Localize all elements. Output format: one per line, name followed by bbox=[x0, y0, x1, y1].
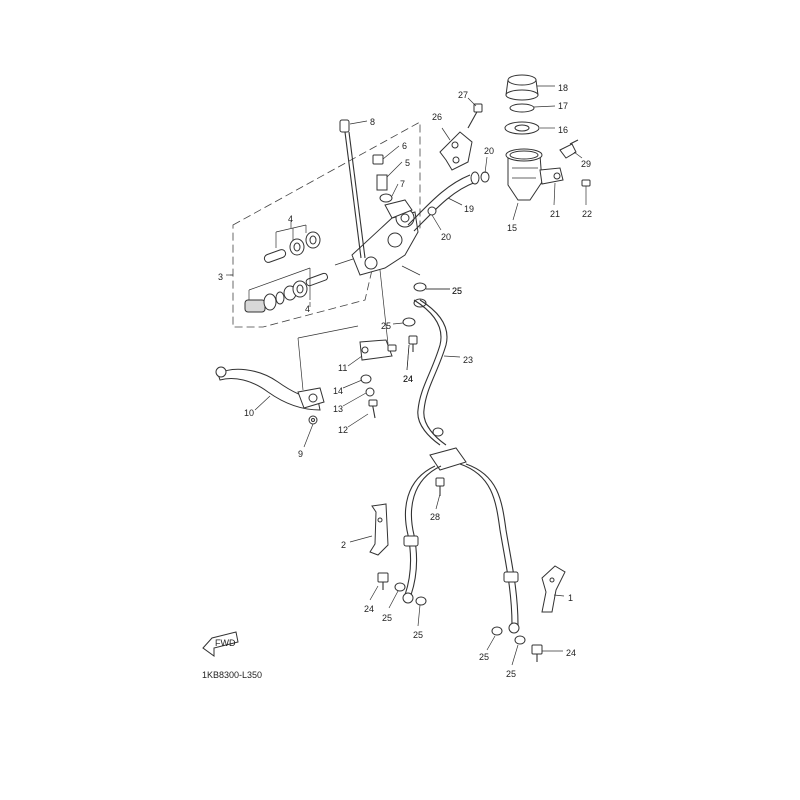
reservoir-cap-parts bbox=[504, 74, 540, 135]
brake-hose-right bbox=[459, 463, 520, 634]
callout-leader bbox=[443, 355, 461, 358]
callout-number: 11 bbox=[338, 363, 347, 373]
callout-leader bbox=[386, 161, 403, 178]
callout-number: 14 bbox=[333, 386, 343, 396]
callout-number: 15 bbox=[507, 223, 517, 233]
callout-number: 21 bbox=[550, 209, 560, 219]
piston-kit-upper bbox=[263, 224, 321, 263]
brake-hose-upper bbox=[413, 299, 448, 446]
reservoir bbox=[505, 148, 564, 201]
callout-number: 25 bbox=[452, 286, 462, 296]
callout-leader bbox=[511, 644, 519, 666]
callout-number: 12 bbox=[338, 425, 348, 435]
callout-leader bbox=[417, 604, 421, 627]
callout-leader bbox=[342, 379, 363, 389]
callout-leader bbox=[303, 423, 314, 448]
callout-number: 29 bbox=[581, 159, 591, 169]
callout-number: 4 bbox=[288, 214, 293, 224]
callout-number: 7 bbox=[400, 179, 405, 189]
callout-number: 24 bbox=[566, 648, 576, 658]
callout-leader bbox=[342, 392, 367, 407]
lower-bolts-washers bbox=[377, 572, 543, 662]
brake-hose-joint bbox=[429, 447, 467, 496]
callout-leader bbox=[431, 214, 442, 231]
piston-kit-lower bbox=[244, 257, 357, 313]
callout-number: 3 bbox=[218, 272, 223, 282]
brake-lever bbox=[215, 366, 325, 425]
reservoir-hose bbox=[407, 171, 480, 232]
callout-leader bbox=[388, 590, 399, 609]
callout-number: 16 bbox=[558, 125, 568, 135]
hose-guide-right bbox=[541, 565, 566, 613]
callout-leader bbox=[347, 413, 369, 428]
callout-leader bbox=[484, 156, 488, 174]
callout-number: 24 bbox=[364, 604, 374, 614]
callout-number: 5 bbox=[405, 158, 410, 168]
callout-leader bbox=[392, 322, 404, 325]
callout-number: 25 bbox=[479, 652, 489, 662]
callout-number: 24 bbox=[403, 374, 413, 384]
callout-leader bbox=[382, 145, 400, 160]
callout-leader bbox=[391, 183, 399, 197]
callout-number: 20 bbox=[441, 232, 451, 242]
callout-leader bbox=[467, 97, 477, 107]
callout-number: 6 bbox=[402, 141, 407, 151]
callout-leader bbox=[349, 120, 368, 125]
figure-code: 1KB8300-L350 bbox=[202, 670, 262, 680]
callout-number: 13 bbox=[333, 404, 343, 414]
brake-switch bbox=[359, 339, 397, 419]
callout-leader bbox=[486, 635, 496, 651]
fwd-label: FWD bbox=[215, 638, 236, 648]
callout-number: 24 bbox=[403, 374, 413, 384]
callout-number: 25 bbox=[413, 630, 423, 640]
union-bolt-fittings bbox=[372, 154, 393, 203]
callout-number: 19 bbox=[464, 204, 474, 214]
callout-leader bbox=[347, 355, 363, 367]
callout-number: 9 bbox=[298, 449, 303, 459]
callout-number: 2 bbox=[341, 540, 346, 550]
reservoir-bracket bbox=[439, 103, 483, 171]
callout-leader bbox=[447, 197, 463, 206]
hose-guide-left bbox=[369, 503, 389, 556]
callout-leader bbox=[349, 535, 373, 543]
callout-number: 25 bbox=[452, 286, 462, 296]
callout-leader bbox=[573, 151, 583, 159]
callout-leader bbox=[512, 202, 519, 221]
callout-number: 8 bbox=[370, 117, 375, 127]
callout-leader bbox=[441, 127, 451, 141]
callout-number: 28 bbox=[430, 512, 440, 522]
callout-leader bbox=[406, 344, 410, 371]
callout-number: 1 bbox=[568, 593, 573, 603]
callout-leader bbox=[254, 395, 271, 411]
fwd-direction-icon: FWD bbox=[202, 631, 239, 657]
callout-number: 25 bbox=[506, 669, 516, 679]
callout-number: 10 bbox=[244, 408, 254, 418]
callout-leader bbox=[553, 182, 556, 206]
callout-number: 22 bbox=[582, 209, 592, 219]
callout-number: 4 bbox=[305, 304, 310, 314]
callout-number: 25 bbox=[382, 613, 392, 623]
callout-leader bbox=[435, 493, 441, 510]
callout-number: 25 bbox=[381, 321, 391, 331]
bleeder-rod bbox=[339, 119, 366, 259]
callout-leader bbox=[369, 585, 379, 601]
upper-washers bbox=[402, 282, 427, 352]
callout-leader bbox=[533, 105, 556, 108]
assembly-guide-lines bbox=[297, 265, 421, 391]
master-cylinder-body bbox=[351, 199, 419, 276]
callout-leader bbox=[553, 594, 565, 597]
callout-number: 26 bbox=[432, 112, 442, 122]
callout-number: 20 bbox=[484, 146, 494, 156]
brake-hose-left bbox=[402, 465, 442, 604]
callout-number: 18 bbox=[558, 83, 568, 93]
callout-number: 27 bbox=[458, 90, 468, 100]
callout-number: 17 bbox=[558, 101, 568, 111]
callout-number: 23 bbox=[463, 355, 473, 365]
